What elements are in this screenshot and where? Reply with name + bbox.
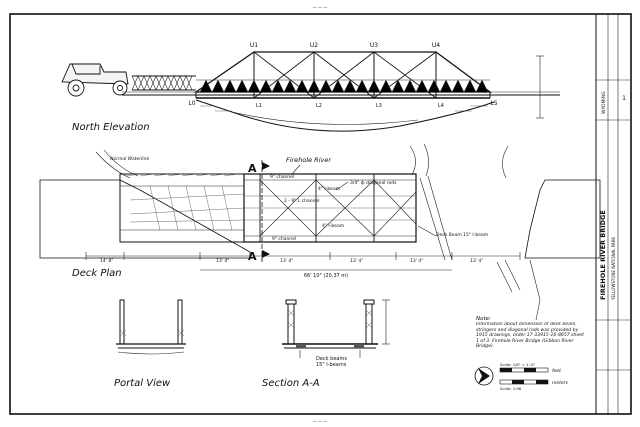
section-marker-a-bottom: A [248, 250, 257, 263]
car-icon [61, 63, 129, 97]
overall-dimension: 66' 10" (20.37 m) [304, 273, 348, 279]
north-arrow-icon [474, 366, 494, 386]
elevation-truss [193, 51, 492, 99]
channel-mid-label: 2 - 9" L channel [284, 198, 319, 204]
diagonal-rods-label: 3/4" ф diagonal rods [350, 180, 397, 186]
scale-feet-unit: feet [552, 368, 561, 374]
title-block-state: WYOMING [601, 91, 607, 114]
node-label-u3: U3 [370, 42, 378, 49]
normal-waterline-label: Normal Waterline [110, 156, 149, 162]
node-label-u4: U4 [432, 42, 440, 49]
section-deck-beams-label: Deck beams [316, 356, 347, 362]
deck-beam-label: Deck Beam 15" I-beam [436, 232, 488, 238]
note-block: Note: Information about dimension of dec… [476, 316, 584, 350]
channel-top-label: 9" channel [270, 174, 294, 180]
title-block-bridge-name: FIREHOLE RIVER BRIDGE [599, 210, 607, 300]
dim-span-6: 13' 4" [470, 258, 483, 264]
scale-meters-unit: meters [552, 380, 569, 386]
top-sheet-mark: — — — [313, 5, 328, 10]
dim-span-2: 13' 4" [216, 258, 229, 264]
title-block: FIREHOLE RIVER BRIDGE YELLOWSTONE NATION… [595, 14, 631, 414]
portal-view: Portal View [114, 299, 186, 389]
dim-span-5: 13' 4" [410, 258, 423, 264]
section-marker-a-top: A [248, 162, 257, 175]
sheet-border [9, 13, 632, 415]
scale-block: feet Scale: 1/8" = 1'-0" meters Scale: 1… [474, 362, 569, 391]
node-label-l4: L4 [438, 103, 444, 109]
scale-label-a: Scale: 1/8" = 1'-0" [500, 362, 535, 367]
i-beam-a-label: 4" I-beam [318, 186, 340, 192]
section-aa-title: Section A-A [262, 378, 320, 389]
channel-bottom-label: 9" channel [272, 236, 296, 242]
note-text: Information about dimension of deck beam… [476, 322, 584, 350]
node-label-l5: L5 [490, 100, 497, 107]
firehole-river-label: Firehole River [286, 156, 332, 164]
deck-plan-title: Deck Plan [72, 268, 122, 279]
bottom-sheet-mark: — — — [313, 419, 328, 424]
node-label-u2: U2 [310, 42, 318, 49]
i-beam-b-label: 4" I-beam [322, 223, 344, 229]
north-elevation-title: North Elevation [72, 122, 150, 133]
title-block-park: YELLOWSTONE NATIONAL PARK [611, 237, 616, 301]
portal-view-title: Portal View [114, 378, 171, 389]
north-elevation: U1 U2 U3 U4 L0 L1 L2 L3 L4 L5 North Elev… [61, 42, 560, 133]
node-label-l1: L1 [256, 103, 262, 109]
section-i-beams-label: 15" I-beams [316, 362, 347, 368]
dim-span-4: 13' 4" [350, 258, 363, 264]
dim-span-3: 13' 4" [280, 258, 293, 264]
scale-label-b: Scale: 1:96 [500, 386, 522, 391]
title-block-sheet-number: 1 [622, 95, 626, 102]
node-label-l3: L3 [376, 103, 382, 109]
node-label-u1: U1 [250, 42, 258, 49]
section-aa: Deck beams 15" I-beams Section A-A [262, 299, 390, 389]
deck-plan: Normal Waterline A A Firehol [39, 143, 601, 321]
note-title: Note: [476, 316, 491, 322]
node-label-l2: L2 [316, 103, 322, 109]
node-label-l0: L0 [188, 100, 195, 107]
dim-span-1: 14' 8" [100, 258, 113, 264]
